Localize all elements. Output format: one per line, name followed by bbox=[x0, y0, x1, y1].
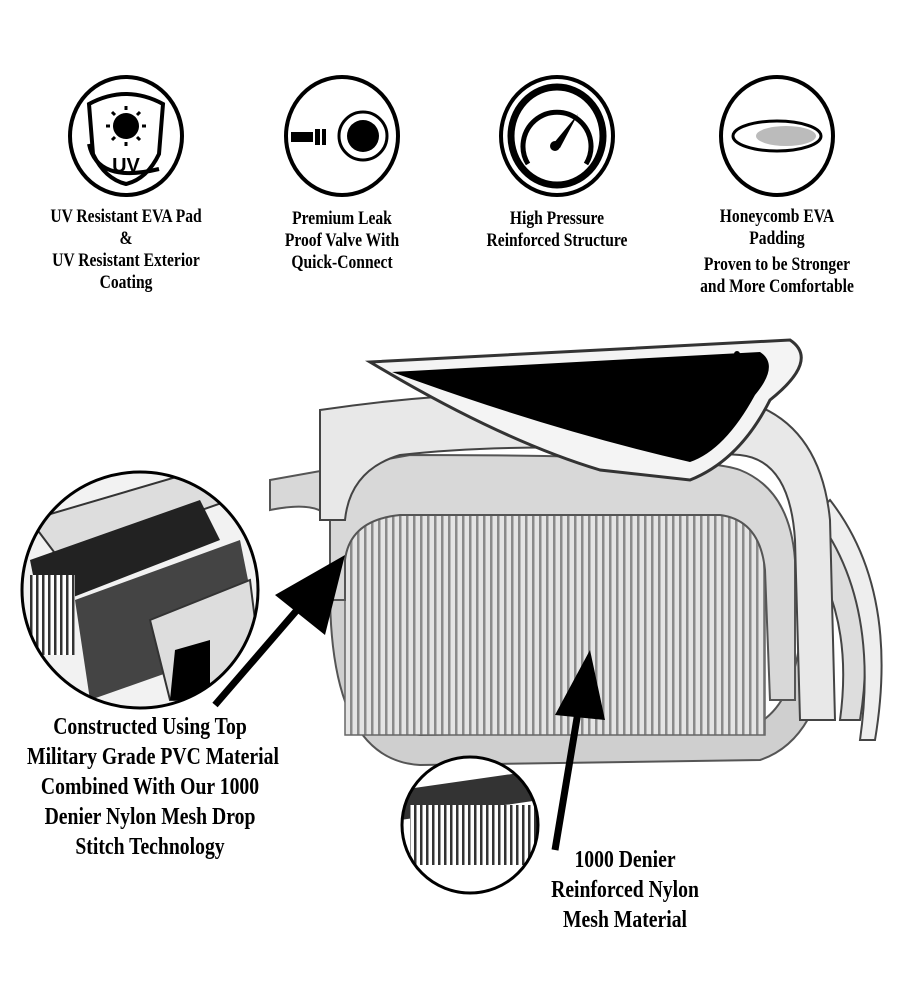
pvc-inset-detail bbox=[22, 472, 258, 708]
arrow-to-pvc bbox=[212, 555, 345, 708]
feature-label-uv: UV Resistant EVA Pad&UV Resistant Exteri… bbox=[50, 206, 202, 293]
valve-icon bbox=[283, 74, 401, 198]
deck-pad bbox=[392, 352, 769, 462]
mesh-inset-detail bbox=[402, 757, 538, 893]
uv-shield-icon: UV bbox=[67, 74, 185, 198]
pressure-gauge-icon bbox=[498, 74, 616, 198]
drop-stitch-core bbox=[344, 504, 766, 736]
honeycomb-board-icon bbox=[718, 74, 836, 198]
arrow-to-mesh bbox=[551, 650, 605, 851]
